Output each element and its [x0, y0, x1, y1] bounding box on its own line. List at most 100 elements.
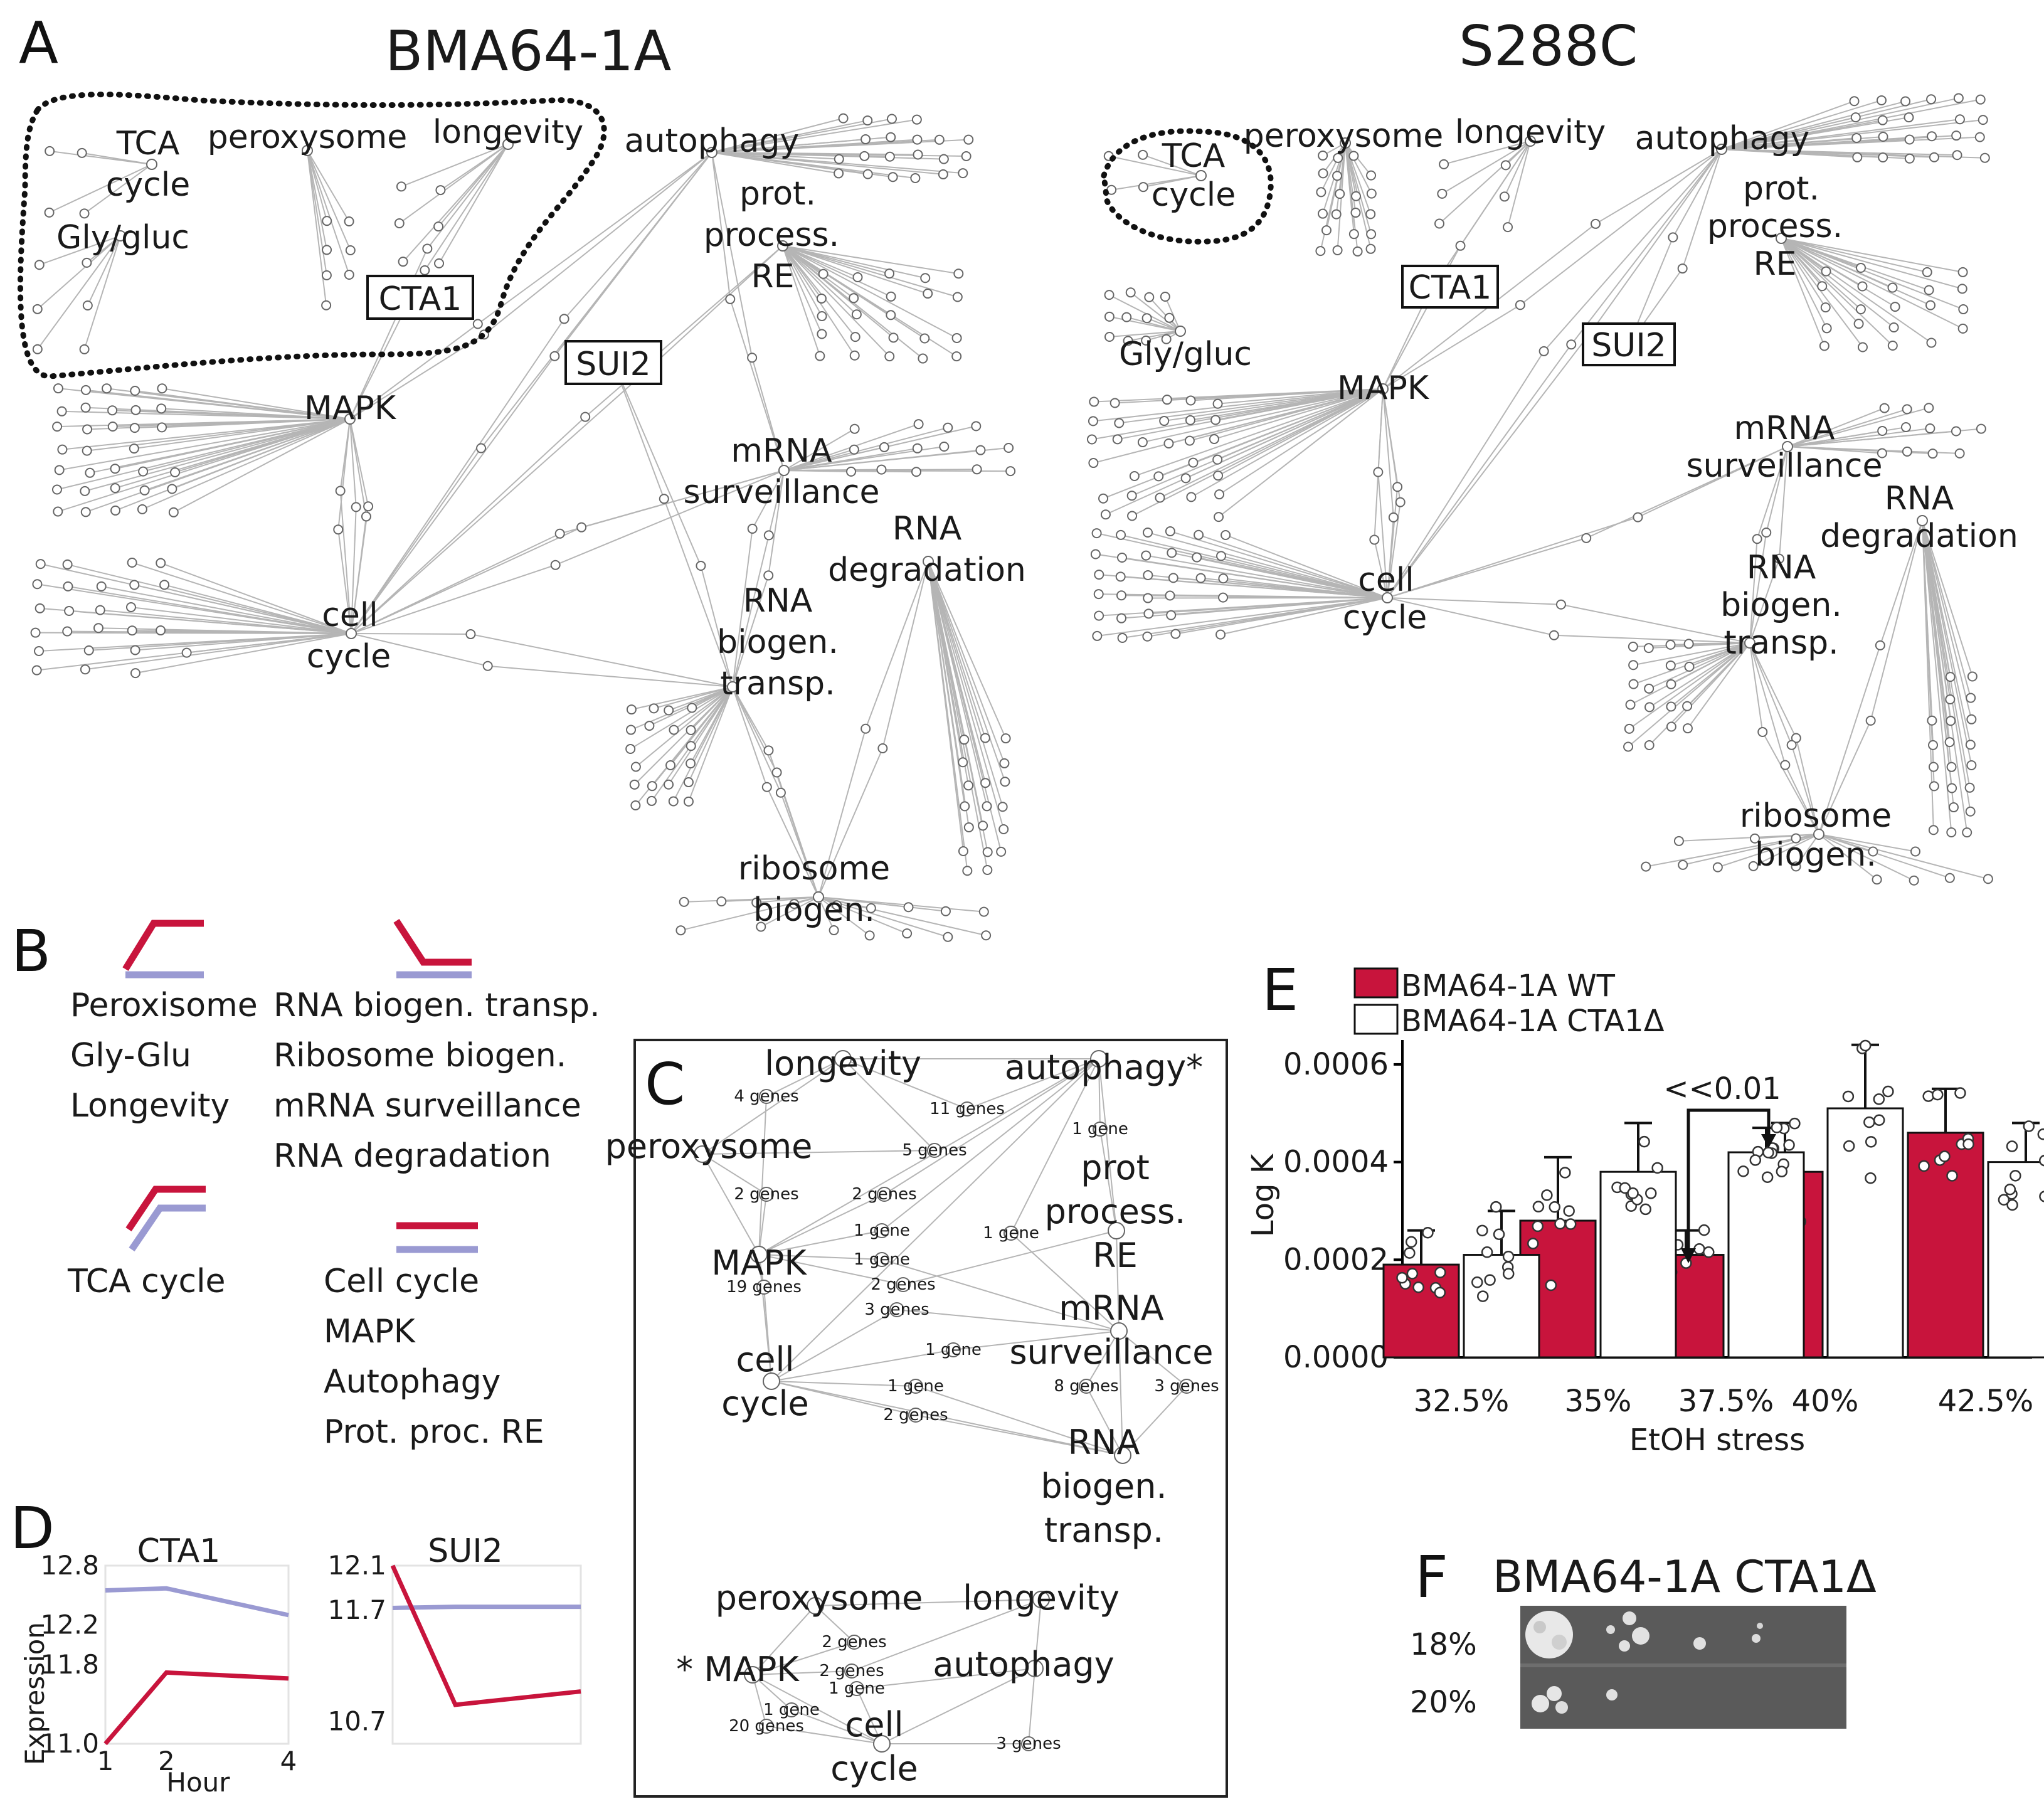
svg-text:prot.: prot. — [1743, 170, 1819, 208]
gene-node — [1946, 716, 1956, 726]
svg-text:process.: process. — [704, 216, 839, 254]
gene-node — [1944, 737, 1955, 748]
gene-node — [322, 245, 332, 255]
network-edge — [690, 686, 733, 746]
summary-edge — [1118, 1330, 1123, 1456]
replicate-point — [1749, 1154, 1762, 1166]
summary-gene-nodes — [756, 1089, 1194, 1751]
network-edge — [1787, 407, 1885, 447]
network-edge — [1120, 534, 1388, 598]
group-up-red-item: Gly-Glu — [70, 1037, 191, 1074]
network-edge — [1197, 556, 1388, 598]
network-edge — [928, 561, 1005, 764]
network-edge — [1749, 532, 1767, 644]
significance-bracket — [1687, 1108, 1771, 1248]
network-edge — [1781, 238, 1931, 306]
gene-node — [1503, 222, 1513, 233]
svg-text:cell: cell — [322, 597, 378, 634]
network-edge — [135, 633, 352, 674]
gene-node — [1434, 218, 1445, 229]
gene-node — [1566, 339, 1577, 350]
gene-node — [911, 114, 922, 125]
gene-node — [1129, 471, 1140, 482]
gene-node — [884, 351, 895, 362]
network-edges — [35, 117, 1011, 938]
network-edge — [1721, 117, 1909, 150]
network-edge — [1781, 238, 1863, 348]
gene-node — [465, 629, 476, 640]
gene-node — [1166, 610, 1177, 620]
gene-node — [889, 1302, 904, 1317]
hub-node — [1114, 1446, 1131, 1464]
summary-edge — [884, 1058, 1099, 1195]
gene-node — [549, 351, 560, 361]
gene-node — [971, 421, 982, 432]
summary-edge — [1086, 1386, 1123, 1456]
hub-autoph: autophagy* — [1005, 1048, 1203, 1087]
gene-node — [862, 115, 873, 126]
gene-node — [321, 270, 332, 280]
chart-frame — [104, 1564, 290, 1745]
network-edge — [1459, 141, 1531, 247]
network-edge — [1721, 98, 1981, 150]
gene-node — [759, 1089, 774, 1104]
network-edge — [1387, 517, 1394, 598]
network-edge — [630, 686, 733, 750]
gene-node — [1666, 679, 1676, 689]
gene-node — [659, 494, 669, 504]
gene-node — [647, 781, 657, 792]
svg-text:degradation: degradation — [828, 551, 1026, 589]
gene-node — [1975, 94, 1986, 105]
gene-node — [1957, 267, 1968, 277]
gene-node — [1168, 573, 1178, 583]
hub-label: longevity — [765, 1044, 921, 1083]
gene-node — [912, 443, 923, 454]
network-edge — [782, 245, 890, 357]
gene-node — [1123, 336, 1133, 346]
gene-node — [1641, 861, 1651, 872]
network-edge — [1753, 834, 1819, 867]
gene-node — [763, 745, 774, 756]
replicate-point — [2010, 1170, 2021, 1182]
gene-node — [80, 402, 91, 413]
hub-node — [1026, 1660, 1044, 1677]
gene-node — [1879, 403, 1890, 413]
gene-node — [961, 151, 972, 161]
gene-node — [849, 1681, 864, 1696]
gene-node — [756, 1280, 771, 1295]
gene-count-label: 1 gene — [925, 1340, 982, 1359]
gene-node — [886, 132, 896, 142]
gene-node — [982, 801, 992, 812]
gene-node — [157, 383, 167, 394]
network-edge — [68, 585, 352, 634]
network-edge — [134, 584, 352, 634]
network-edge — [818, 748, 884, 898]
network-edge — [1142, 388, 1384, 443]
svg-text:cycle: cycle — [1152, 176, 1236, 214]
network-edge — [1147, 532, 1388, 598]
gene-node — [686, 724, 696, 735]
network-edge — [173, 418, 351, 513]
gene-node — [943, 931, 953, 942]
gene-node — [1819, 341, 1830, 351]
gene-node — [138, 466, 149, 477]
gene-node — [1392, 482, 1403, 492]
network-edge — [1345, 142, 1372, 176]
gene-node — [630, 800, 641, 810]
gene-node — [913, 149, 923, 160]
gene-node — [435, 185, 446, 196]
gene-node — [1165, 590, 1175, 601]
gene-node — [664, 705, 674, 716]
network-edge — [401, 144, 509, 188]
network-edge — [1126, 316, 1181, 332]
network-edge — [349, 418, 367, 517]
gene-node — [110, 505, 121, 516]
gene-node — [913, 419, 924, 430]
network-edge — [1503, 141, 1531, 197]
network-edge — [142, 418, 351, 472]
summary-edge — [1010, 1058, 1099, 1234]
network-edge — [1818, 834, 1916, 852]
